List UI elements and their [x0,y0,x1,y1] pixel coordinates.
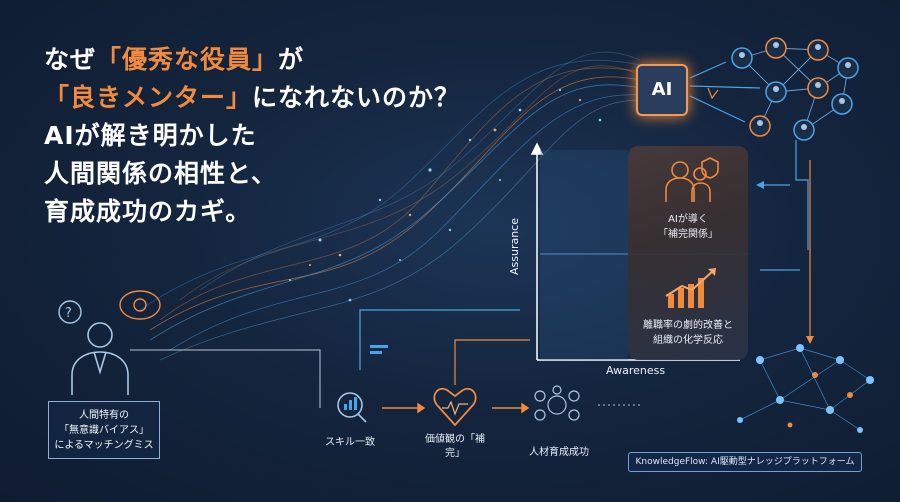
highlight-executive: 「優秀な役員」 [96,45,279,74]
connector-line [130,349,321,408]
y-axis-label: Assurance [508,217,522,276]
people-network-icon [534,385,580,421]
ai-complement-label: AIが導く 「補完関係」 [658,214,718,240]
matrix-axes [530,142,740,361]
svg-text:?: ? [65,306,72,321]
businessman-icon [71,322,129,395]
step-skill-match-label: スキル一致 [325,437,375,448]
step-values-complement-label: 価値観の「補完」 [425,434,485,459]
arrow-right-2 [492,402,530,414]
question-bubble-icon: ? [58,300,82,324]
sparkle-dots [289,88,602,302]
title-line-5: 育成成功のカギ。 [44,197,252,226]
bias-problem-box: 人間特有の 「無意識バイアス」 によるマッチングミス [48,401,160,459]
matrix-highlight-panel [628,146,748,360]
wave-lines [139,51,641,361]
x-axis-label: Awareness [606,364,666,377]
turnover-improvement-label: 離職率の劇的改善と 組織の化学反応 [643,320,733,346]
title-line-4: 人間関係の相性と、 [44,159,278,188]
step-talent-success-label: 人材育成成功 [529,447,589,458]
title-line-1: なぜ「優秀な役員」が [44,45,305,74]
partners-icon [665,157,719,202]
network-nodes-bottom [737,344,874,433]
growth-chart-icon [665,268,716,308]
network-bottom [739,347,871,431]
heart-brain-icon [433,387,477,427]
magnifier-chart-icon [337,392,367,423]
arrow-right-1 [382,402,426,414]
gear-thought-icon [119,290,161,320]
knowledgeflow-platform-label: KnowledgeFlow: AI駆動型ナレッジプラットフォーム [628,452,862,472]
ai-chip-icon: AI [636,64,688,116]
highlight-mentor: 「良きメンター」 [44,83,253,112]
title-line-2: 「良きメンター」になれないのか？ [44,83,461,112]
title-line-3: AIが解き明かした [44,121,257,150]
network-nodes-top [731,37,859,141]
